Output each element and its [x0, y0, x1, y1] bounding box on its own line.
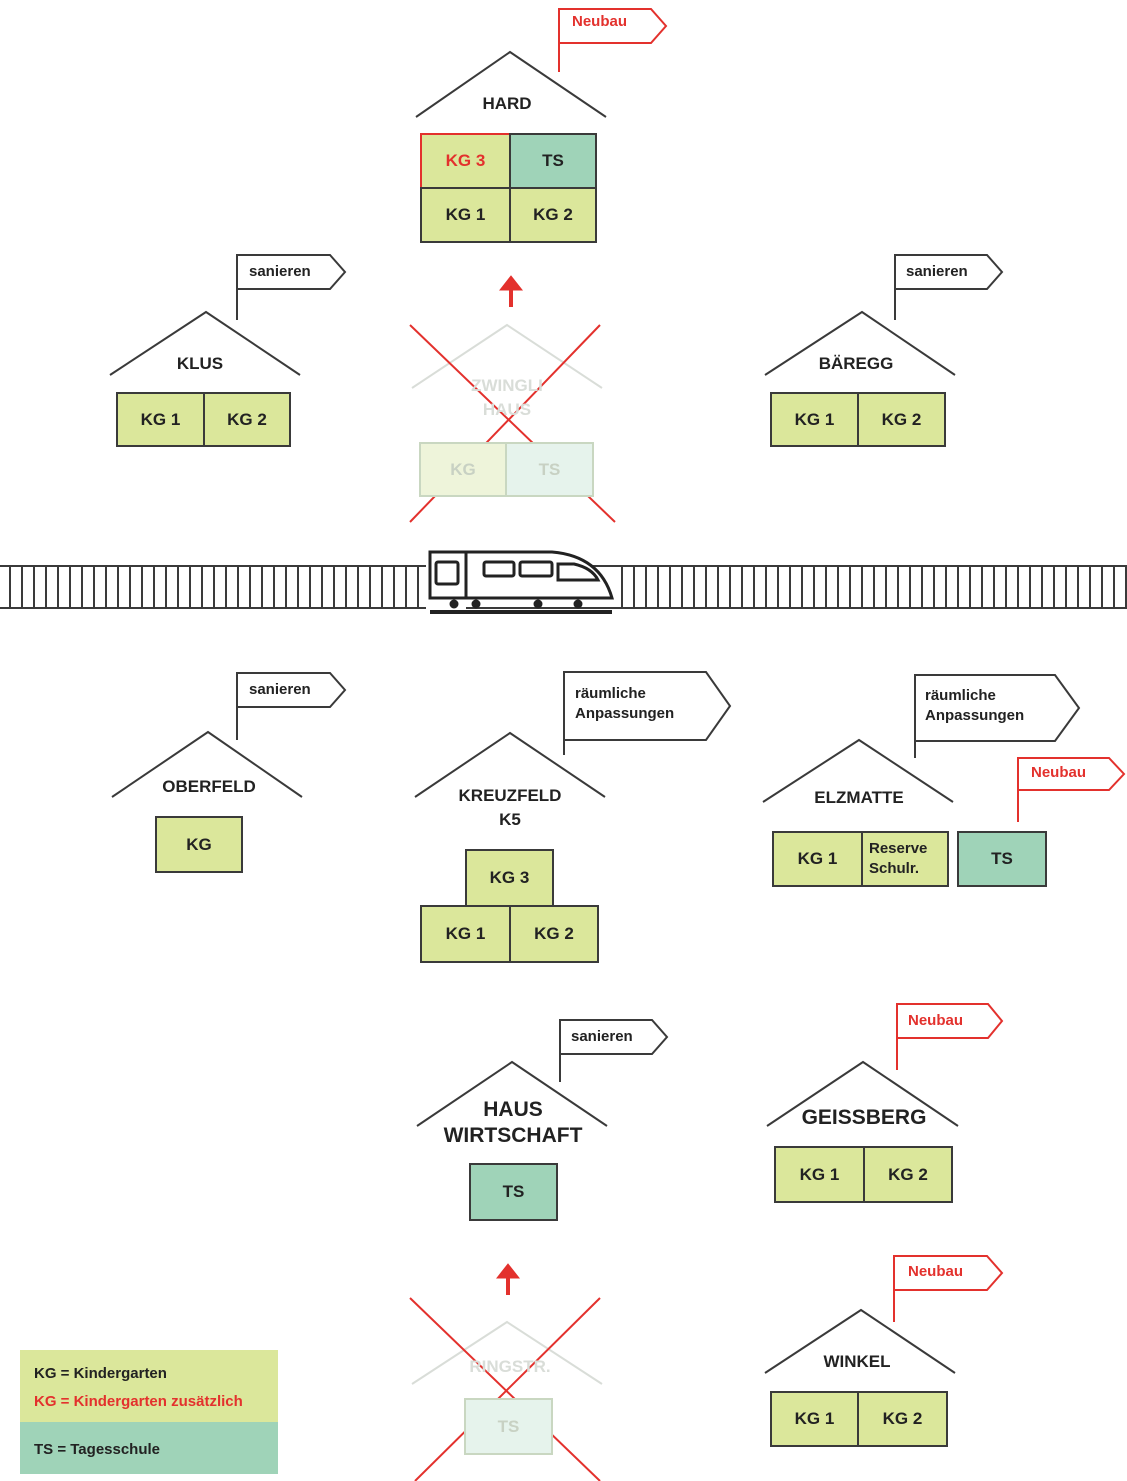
legend-kg-extra: KG = Kindergarten zusätzlich: [34, 1393, 243, 1410]
flag-winkel: [893, 1255, 1004, 1322]
cell-ringstr-ts: TS: [464, 1398, 553, 1455]
cell-kreuzfeld-kg3: KG 3: [465, 849, 554, 907]
roof-hard: [415, 50, 607, 118]
roof-baeregg: [764, 310, 956, 376]
cell-baeregg-kg1: KG 1: [770, 392, 859, 447]
flag-elzmatte-neubau: [1017, 757, 1126, 822]
cell-geissberg-kg2: KG 2: [863, 1146, 953, 1203]
train-icon: [426, 547, 614, 614]
building-name-zwingli-line2: HAUS: [482, 400, 532, 419]
cell-klus-kg2: KG 2: [203, 392, 291, 447]
building-name-oberfeld: OBERFELD: [162, 777, 256, 796]
flag-kreuzfeld: [563, 671, 732, 755]
building-name-kreuzfeld-line2: K5: [499, 810, 521, 829]
flag-label-oberfeld: sanieren: [249, 681, 311, 698]
cell-baeregg-kg2: KG 2: [857, 392, 946, 447]
cell-klus-kg1: KG 1: [116, 392, 205, 447]
legend-ts: TS = Tagesschule: [34, 1441, 161, 1458]
cell-hard-kg1: KG 1: [420, 187, 511, 243]
cell-elzmatte-reserve-line2: Schulr.: [869, 860, 920, 877]
roof-winkel: [764, 1308, 956, 1374]
building-name-geissberg: GEISSBERG: [801, 1106, 927, 1129]
flag-label-kreuzfeld-line1: räumliche: [575, 685, 646, 702]
flag-hard: [558, 8, 668, 72]
legend: KG = Kindergarten KG = Kindergarten zusä…: [20, 1350, 278, 1474]
building-name-klus: KLUS: [176, 354, 224, 373]
cell-kreuzfeld-kg1: KG 1: [420, 905, 511, 963]
building-name-ringstr: RINGSTR.: [469, 1357, 551, 1376]
arrow-up-ringstr-head: [495, 1263, 521, 1279]
flag-haus-wirtschaft: [559, 1019, 669, 1082]
cell-hard-kg3: KG 3: [420, 133, 511, 189]
roof-ringstr: [411, 1320, 603, 1385]
cell-zwingli-kg: KG: [419, 442, 507, 497]
roof-geissberg: [766, 1060, 959, 1127]
flag-label-baeregg: sanieren: [906, 263, 968, 280]
cell-winkel-kg1: KG 1: [770, 1391, 859, 1447]
building-name-haus-wirtschaft-line2: WIRTSCHAFT: [443, 1124, 583, 1147]
flag-baeregg: [894, 254, 1004, 320]
roof-elzmatte: [762, 738, 954, 803]
roof-zwingli: [411, 323, 603, 389]
building-name-hard: HARD: [482, 94, 532, 113]
cross-ringstr-b: [414, 1297, 601, 1481]
cell-hard-kg2: KG 2: [509, 187, 597, 243]
flag-label-haus-wirtschaft: sanieren: [571, 1028, 633, 1045]
roof-haus-wirtschaft: [416, 1060, 608, 1127]
flag-elzmatte: [914, 674, 1081, 758]
roof-kreuzfeld: [414, 731, 606, 798]
roof-klus: [109, 310, 301, 376]
cell-hard-ts: TS: [509, 133, 597, 189]
flag-geissberg: [896, 1003, 1004, 1070]
flag-label-winkel: Neubau: [908, 1263, 964, 1280]
flag-oberfeld: [236, 672, 347, 740]
flag-label-elzmatte-neubau: Neubau: [1031, 764, 1087, 781]
flag-klus: [236, 254, 347, 320]
flag-label-geissberg: Neubau: [908, 1012, 964, 1029]
cell-oberfeld-kg: KG: [155, 816, 243, 873]
cell-winkel-kg2: KG 2: [857, 1391, 948, 1447]
flag-label-elzmatte-line1: räumliche: [925, 687, 996, 704]
building-name-baeregg: BÄREGG: [818, 354, 894, 373]
cell-geissberg-kg1: KG 1: [774, 1146, 865, 1203]
flag-label-klus: sanieren: [249, 263, 311, 280]
legend-kg: KG = Kindergarten: [34, 1365, 167, 1382]
cell-elzmatte-kg1: KG 1: [772, 831, 863, 887]
arrow-up-zwingli-head: [498, 275, 524, 291]
flag-label-elzmatte-line2: Anpassungen: [925, 707, 1025, 724]
flag-label-kreuzfeld-line2: Anpassungen: [575, 705, 675, 722]
legend-kg-block: KG = Kindergarten KG = Kindergarten zusä…: [20, 1350, 278, 1422]
cell-haus-wirtschaft-ts: TS: [469, 1163, 558, 1221]
building-name-zwingli-line1: ZWINGLI: [471, 376, 543, 395]
cross-ringstr-a: [409, 1297, 601, 1481]
cell-kreuzfeld-kg2: KG 2: [509, 905, 599, 963]
roof-oberfeld: [111, 730, 303, 798]
cell-elzmatte-reserve: Reserve Schulr.: [861, 831, 949, 887]
building-name-kreuzfeld-line1: KREUZFELD: [458, 786, 562, 805]
legend-ts-block: TS = Tagesschule: [20, 1422, 278, 1474]
flag-label-hard: Neubau: [572, 13, 628, 30]
cell-elzmatte-reserve-line1: Reserve: [869, 840, 928, 857]
building-name-winkel: WINKEL: [823, 1352, 891, 1371]
building-name-elzmatte: ELZMATTE: [814, 788, 904, 807]
building-name-haus-wirtschaft-line1: HAUS: [483, 1098, 543, 1121]
cell-elzmatte-ts: TS: [957, 831, 1047, 887]
cell-zwingli-ts: TS: [505, 442, 594, 497]
